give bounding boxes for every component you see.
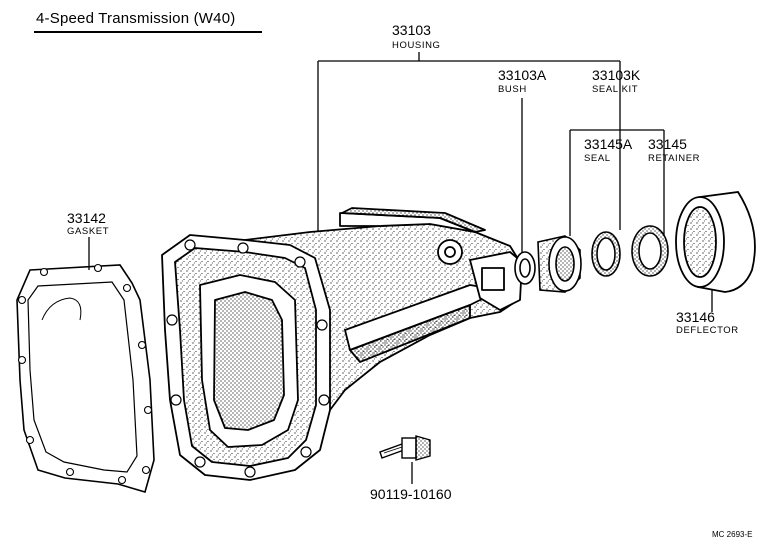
housing-part-number: 33103 [392, 22, 431, 38]
page-title: 4-Speed Transmission (W40) [36, 10, 236, 27]
deflector-part-number: 33146 [676, 309, 715, 325]
housing-part [161, 207, 523, 481]
retainer-part-number: 33145 [648, 136, 687, 152]
title-underline [34, 31, 262, 33]
gasket-part-number: 33142 [67, 210, 106, 226]
seal-part-name: SEAL [584, 153, 611, 164]
bush-part-number: 33103A [498, 67, 547, 83]
seal-kit-part-number: 33103K [592, 67, 641, 83]
bolt-part [379, 435, 431, 461]
bolt-part-number: 90119-10160 [370, 486, 452, 502]
retainer-part-name: RETAINER [648, 153, 701, 164]
retainer-part [631, 225, 669, 277]
diagram-code: MC 2693-E [712, 530, 753, 539]
deflector-part [675, 191, 756, 293]
seal-kit-part-name: SEAL KIT [592, 84, 639, 95]
seal-part [591, 231, 621, 277]
seal-kit-part [537, 235, 582, 293]
seal-part-number: 33145A [584, 136, 633, 152]
bush-part [514, 251, 536, 285]
gasket-part [16, 263, 155, 493]
housing-part-name: HOUSING [392, 40, 441, 51]
gasket-part-name: GASKET [67, 226, 110, 237]
bush-part-name: BUSH [498, 84, 527, 95]
deflector-part-name: DEFLECTOR [676, 325, 739, 336]
